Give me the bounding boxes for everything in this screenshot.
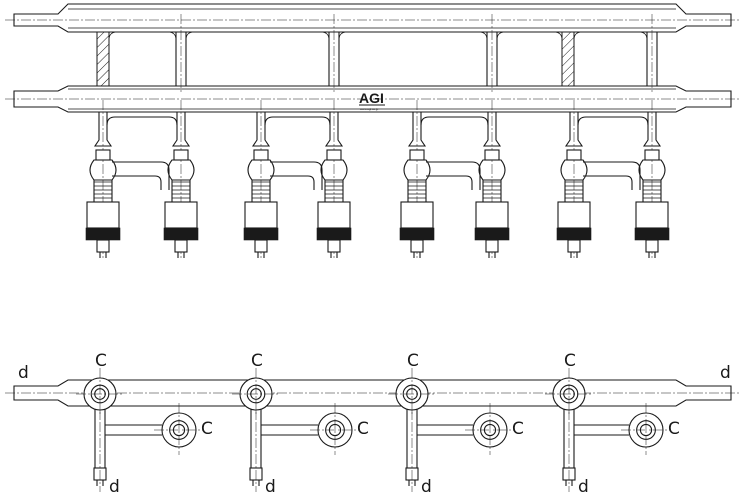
cross-pipe [577,116,649,190]
label-c-branch: C [668,419,680,439]
svg-text:AGI: AGI [359,90,384,106]
valve-assembly [85,100,121,258]
hatched-support-left [96,31,110,87]
valve-assembly [163,100,199,258]
valve-assembly [243,100,279,258]
label-d-branch: d [109,477,120,494]
branch-boss [310,403,360,455]
label-c-branch: C [512,419,524,439]
lower-header-pipe [13,85,732,113]
valve-assemblies [85,100,670,258]
label-d-left: d [18,363,29,383]
branch-boss [621,403,671,455]
cross-pipe [106,116,178,190]
branch-boss [465,403,515,455]
branch-pipe [562,406,629,492]
agi-logo: AGI www.agi.co.jp [359,90,385,111]
top-view: AGI www.agi.co.jp [5,3,741,258]
hatched-support-right [561,31,575,87]
label-d-branch: d [421,477,432,494]
valve-assembly [399,100,435,258]
header-boss [388,368,436,418]
label-c-header: C [407,351,419,371]
section-labels: d d [18,363,731,383]
label-d-branch: d [578,477,589,494]
header-boss [545,368,593,418]
valve-assembly [474,100,510,258]
branch-pipe [93,406,162,492]
header-boss [232,368,280,418]
label-c-branch: C [201,419,213,439]
connecting-tubes [175,32,658,86]
section-labels-repeated: C Cd C Cd C Cd C Cd [95,351,680,494]
bottom-header-pipe [13,379,732,407]
valve-assembly [316,100,352,258]
branch-boss [154,403,204,455]
valve-assembly [556,100,592,258]
label-c-header: C [95,351,107,371]
label-c-branch: C [357,419,369,439]
upper-header-pipe [13,3,732,33]
label-c-header: C [251,351,263,371]
cross-pipe [264,116,331,190]
svg-text:www.agi.co.jp: www.agi.co.jp [360,107,379,111]
label-d-right: d [720,363,731,383]
bottom-assemblies [76,368,671,492]
label-d-branch: d [265,477,276,494]
branch-pipe [405,406,473,492]
valve-assembly [634,100,670,258]
cross-pipe [420,116,489,190]
branch-pipe [249,406,318,492]
label-c-header: C [564,351,576,371]
header-boss [76,368,124,418]
